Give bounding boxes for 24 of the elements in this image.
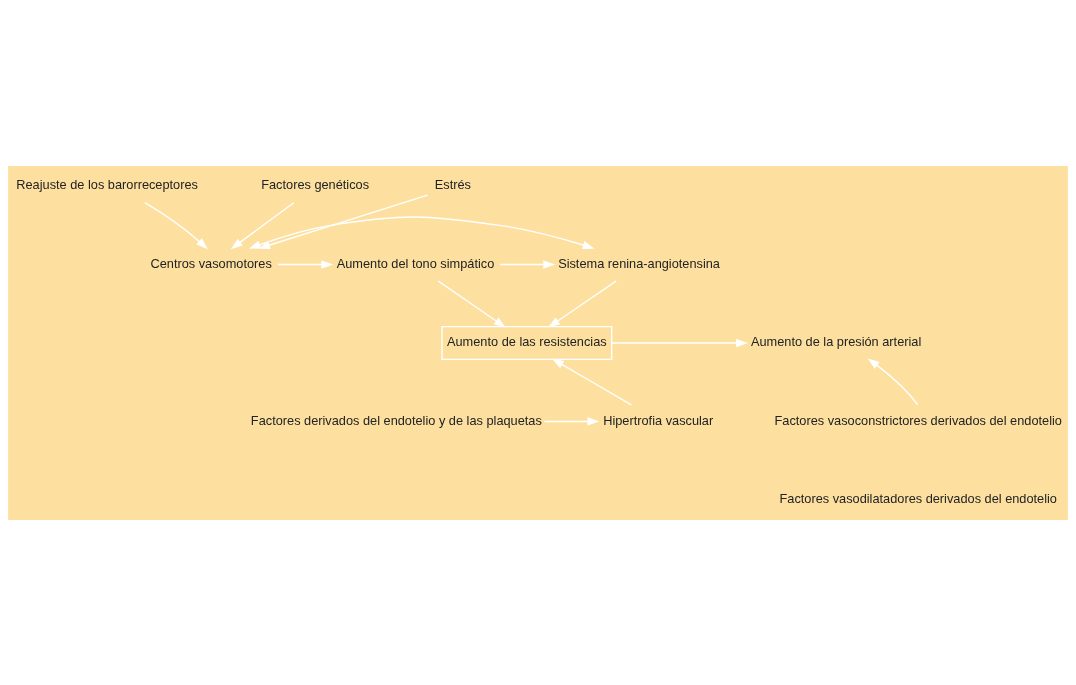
arrow [258, 193, 429, 249]
arrow [230, 201, 295, 249]
arrow [548, 279, 617, 328]
node-text: Factores vasoconstrictores derivados del endotelio [774, 412, 1062, 428]
node-box: Aumento de las resistencias [441, 325, 613, 360]
node-text: Aumento de la presión arterial [750, 333, 922, 349]
arrow [144, 201, 208, 249]
arrow [248, 215, 595, 249]
arrow [543, 416, 600, 426]
arrow [499, 259, 556, 269]
node-text: Factores derivados del endotelio y de las plaquetas [250, 412, 542, 428]
node-text: Factores vasodilatadores derivados del endotelio [779, 490, 1057, 506]
arrow [611, 338, 748, 347]
arrow [437, 279, 506, 328]
arrow [277, 259, 334, 269]
node-text: Hipertrofia vascular [603, 412, 714, 428]
node-text: Centros vasomotores [150, 255, 272, 271]
node-text: Sistema renina-angiotensina [558, 255, 720, 271]
arrow [867, 357, 919, 406]
arrow [551, 358, 633, 406]
node-text: Estrés [434, 176, 472, 192]
node-text: Factores genéticos [261, 176, 370, 192]
node-text: Reajuste de los barorreceptores [16, 176, 198, 192]
node-text: Aumento del tono simpático [336, 255, 495, 271]
